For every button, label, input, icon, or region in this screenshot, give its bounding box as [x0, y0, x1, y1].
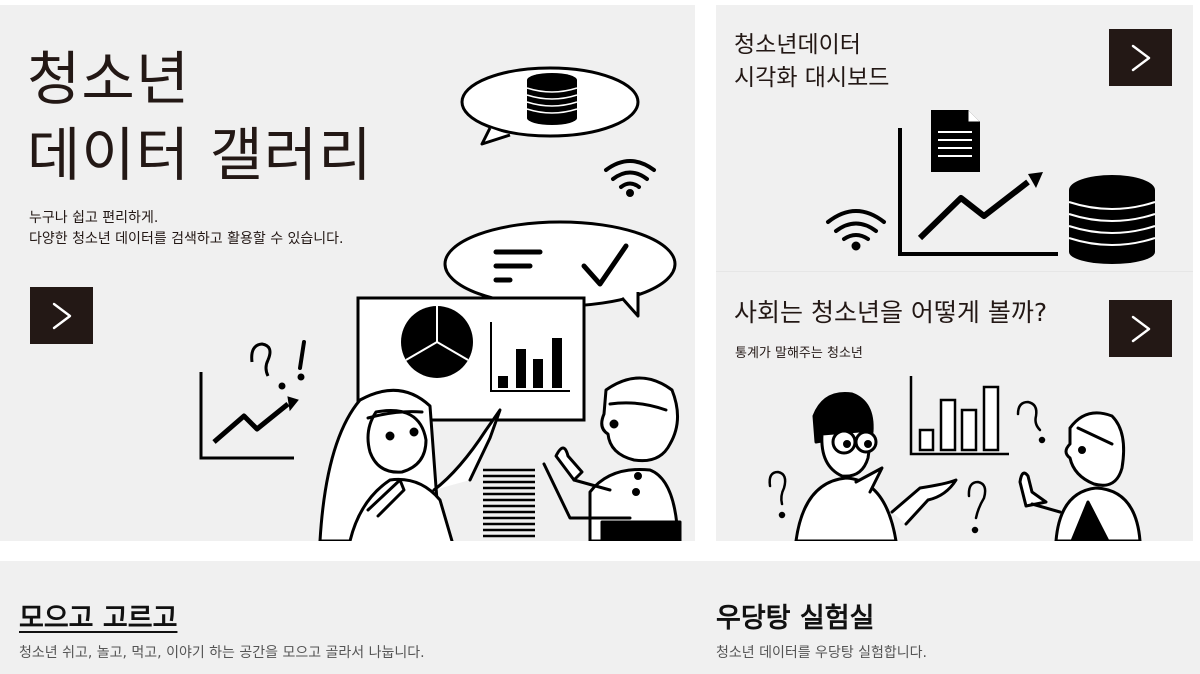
line-chart-icon: [898, 128, 1058, 256]
hero-title-line1: 청소년: [27, 45, 191, 113]
person-thinking: [1018, 411, 1142, 541]
society-go-button[interactable]: [1109, 300, 1172, 357]
person-right: [542, 376, 682, 541]
society-card-subtitle: 통계가 말해주는 청소년: [735, 346, 863, 361]
dashboard-title-line1: 청소년데이터: [734, 32, 861, 58]
question-mark-icon: [768, 400, 1046, 534]
chevron-right-icon: [1131, 44, 1150, 71]
dashboard-title-line2: 시각화 대시보드: [734, 65, 890, 91]
bottom-links: 모으고 고르고 청소년 쉬고, 놀고, 먹고, 이야기 하는 공간을 모으고 골…: [0, 561, 1200, 674]
bar-chart-icon: [490, 322, 570, 392]
collect-title-link[interactable]: 모으고 고르고: [19, 603, 178, 634]
hero-description: 누구나 쉽고 편리하게. 다양한 청소년 데이터를 검색하고 활용할 수 있습니…: [29, 208, 344, 250]
society-card[interactable]: 사회는 청소년을 어떻게 볼까? 통계가 말해주는 청소년: [716, 272, 1193, 541]
dashboard-card-title: 청소년데이터 시각화 대시보드: [734, 29, 889, 95]
lab-title-link[interactable]: 우당탕 실험실: [716, 603, 875, 634]
hero-go-button[interactable]: [30, 287, 93, 344]
person-left: [318, 388, 502, 541]
database-icon: [1068, 175, 1156, 264]
speech-bubble-database-icon: [460, 66, 640, 146]
hero-title-line2: 데이터 갤러리: [27, 121, 373, 189]
hero-banner[interactable]: 청소년 데이터 갤러리 누구나 쉽고 편리하게. 다양한 청소년 데이터를 검색…: [0, 5, 695, 541]
dashboard-go-button[interactable]: [1109, 29, 1172, 86]
trend-chart-icon: [199, 340, 306, 460]
society-card-title: 사회는 청소년을 어떻게 볼까?: [734, 298, 1048, 327]
paper-stack: [483, 468, 535, 538]
chevron-right-icon: [52, 302, 71, 329]
person-glasses: [794, 391, 958, 541]
hero-desc-line1: 누구나 쉽고 편리하게.: [29, 210, 159, 226]
lab-description: 청소년 데이터를 우당탕 실험합니다.: [716, 645, 927, 661]
hero-illustration: [199, 66, 682, 541]
dashboard-illustration: [826, 110, 1156, 264]
dashboard-card[interactable]: 청소년데이터 시각화 대시보드: [716, 5, 1193, 271]
card-divider: [716, 271, 1193, 272]
wifi-icon: [604, 159, 656, 197]
bar-chart-icon: [909, 376, 1009, 456]
document-icon: [931, 110, 980, 172]
collect-description: 청소년 쉬고, 놀고, 먹고, 이야기 하는 공간을 모으고 골라서 나눕니다.: [19, 645, 425, 661]
hero-title: 청소년 데이터 갤러리: [27, 41, 373, 193]
wifi-icon: [826, 209, 886, 251]
society-illustration: [768, 376, 1142, 541]
chevron-right-icon: [1131, 315, 1150, 342]
hero-desc-line2: 다양한 청소년 데이터를 검색하고 활용할 수 있습니다.: [29, 231, 344, 247]
